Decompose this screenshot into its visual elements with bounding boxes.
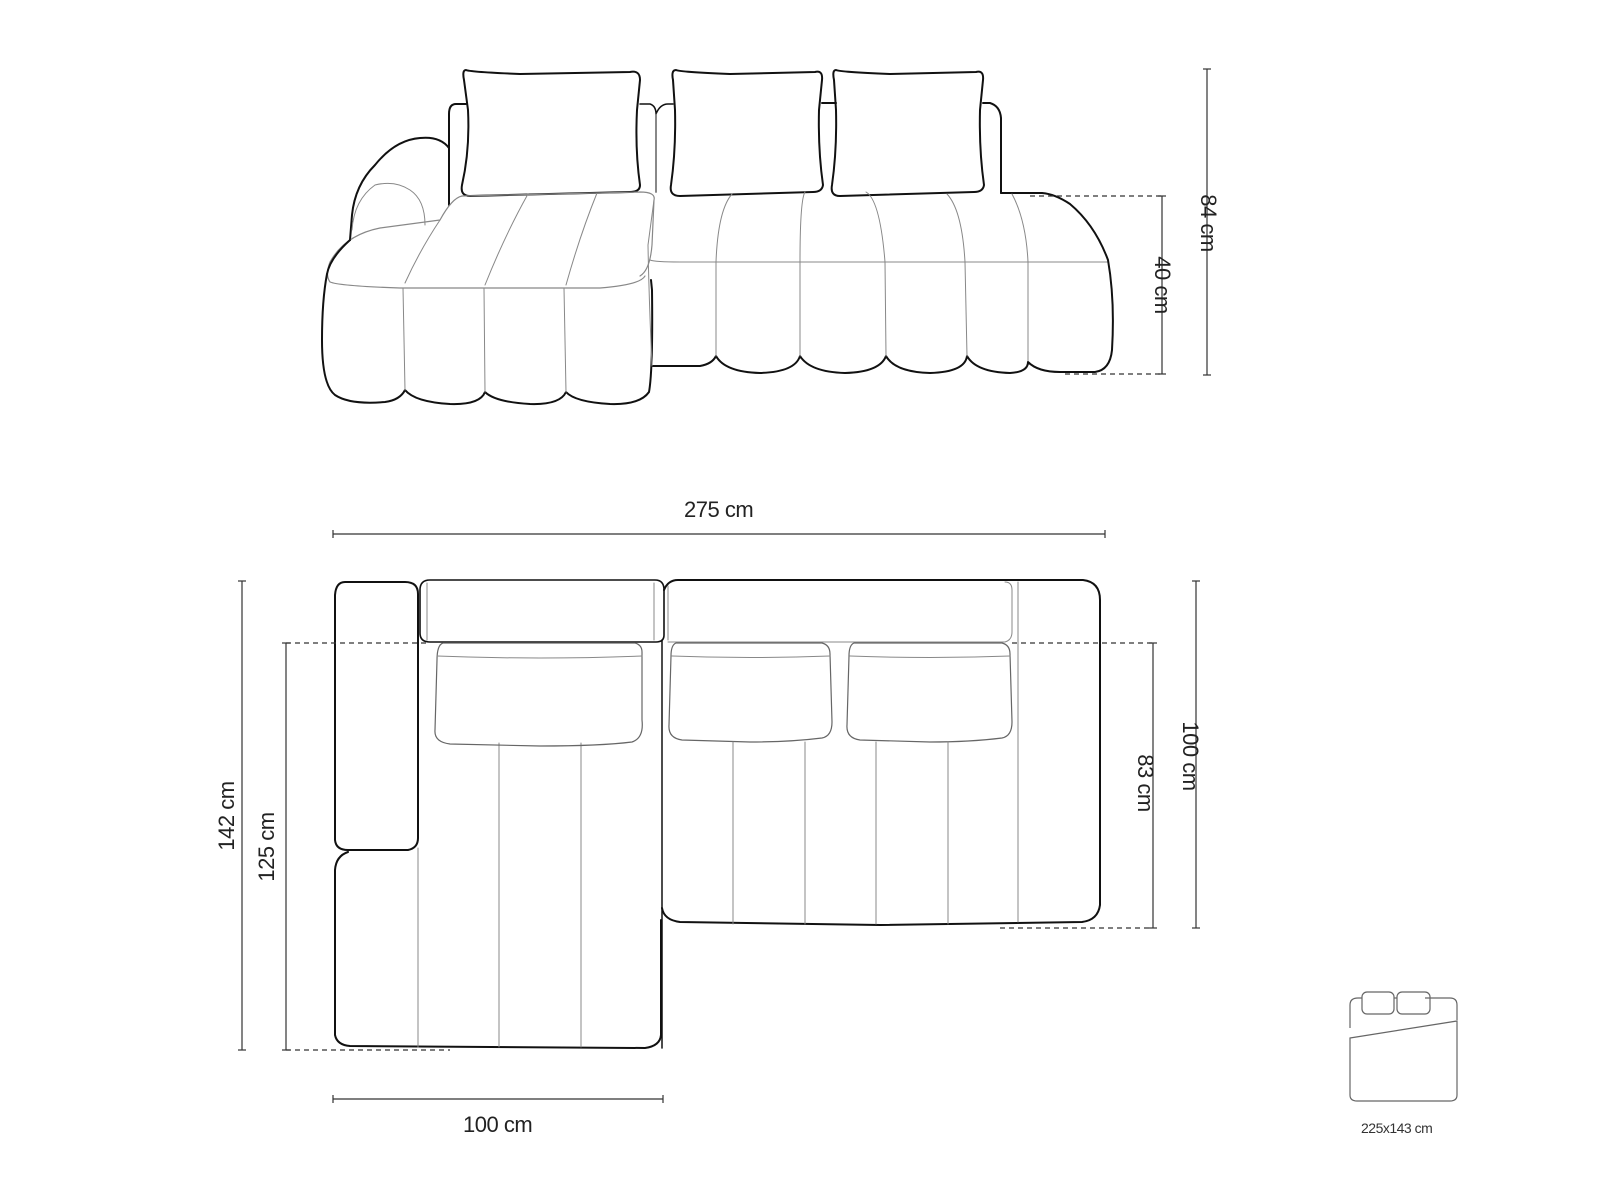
left-armrest — [349, 136, 450, 241]
sofa-outline — [661, 579, 1101, 926]
back-pillow-middle — [669, 69, 824, 197]
sofa-pillow-right — [846, 642, 1013, 743]
chaise-pillow — [434, 642, 643, 747]
sofa-front-bottom — [651, 355, 1061, 374]
top-view — [334, 579, 1101, 1049]
dim-seat-height: 40 cm — [1150, 256, 1175, 314]
chaise-armrest — [334, 581, 419, 851]
front-view — [321, 69, 1114, 406]
chaise-backrest — [419, 579, 665, 643]
dim-chaise-depth-total: 142 cm — [214, 781, 239, 851]
back-pillow-left — [460, 69, 641, 197]
dim-total-width: 275 cm — [684, 497, 754, 522]
backrest-left — [448, 103, 467, 206]
backrest-right — [982, 102, 1002, 194]
dim-chaise-depth-seat: 125 cm — [254, 812, 279, 882]
sofa-pillow-left — [668, 642, 833, 743]
chaise-seat-top — [461, 191, 655, 277]
dim-sofa-depth-total: 100 cm — [1178, 721, 1203, 791]
bed-icon — [1349, 991, 1458, 1102]
dim-total-height: 84 cm — [1196, 194, 1221, 252]
back-pillow-right — [830, 69, 985, 197]
top-dimensions — [238, 530, 1200, 1103]
chaise-outline — [334, 851, 662, 1049]
sofa-right-end — [1041, 192, 1114, 373]
sofa-backrest-inner — [667, 581, 1013, 643]
backrest-left-right-edge — [639, 103, 657, 193]
sleeping-area-label: 225x143 cm — [1361, 1120, 1433, 1136]
chaise-front — [321, 273, 654, 406]
front-dimensions — [1030, 68, 1211, 376]
dim-sofa-depth-seat: 83 cm — [1133, 754, 1158, 812]
dim-chaise-width: 100 cm — [463, 1112, 533, 1137]
sofa-seat-line — [649, 259, 1109, 263]
